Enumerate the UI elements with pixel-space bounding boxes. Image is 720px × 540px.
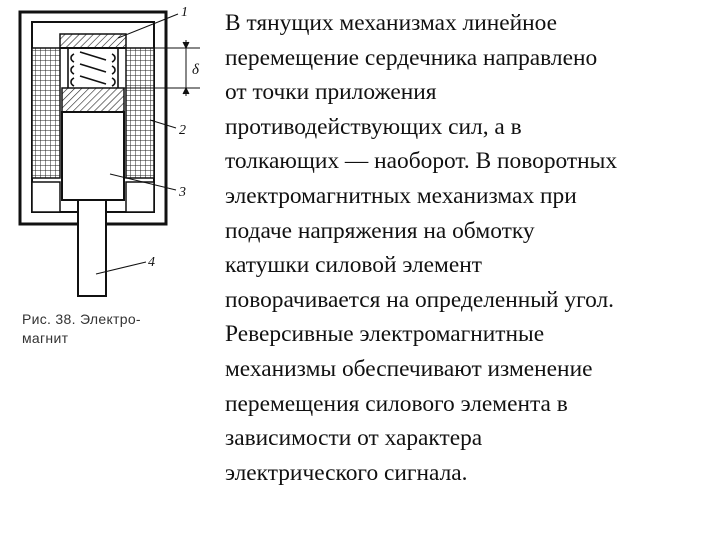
flange-left <box>31 181 61 213</box>
core-head <box>61 87 125 113</box>
coil-winding-right <box>125 47 155 179</box>
caption-line: Рис. 38. Электро- <box>22 311 141 327</box>
label-4: 4 <box>148 255 155 270</box>
text-line: катушки силовой элемент <box>225 252 482 279</box>
leader-lines <box>95 13 179 275</box>
body-paragraph: В тянущих механизмах линейное перемещени… <box>225 6 715 490</box>
electromagnet-figure: δ 1 2 3 4 <box>0 0 220 360</box>
text-line: В тянущих механизмах линейное <box>225 10 558 36</box>
text-line: механизмы обеспечивают изменение <box>225 355 593 382</box>
gap-symbol: δ <box>192 62 200 78</box>
text-line: перемещение сердечника направлено <box>225 44 598 71</box>
coil-winding-left <box>31 47 61 179</box>
core-body <box>61 111 125 201</box>
text-line: электрического сигнала. <box>225 459 468 486</box>
rod <box>77 199 107 297</box>
text-line: толкающих — наоборот. В поворотных <box>225 148 618 175</box>
caption-line: магнит <box>22 330 69 346</box>
label-3: 3 <box>178 185 186 200</box>
text-line: поворачивается на определенный угол. <box>225 286 615 313</box>
stop-plug <box>59 33 127 49</box>
text-line: подаче напряжения на обмотку <box>225 217 535 244</box>
gap-dimension <box>124 40 200 96</box>
spring <box>67 48 119 88</box>
text-line: перемещения силового элемента в <box>225 390 568 417</box>
figure-caption: Рис. 38. Электро- магнит <box>22 310 212 348</box>
electromagnet-diagram: δ 1 2 3 4 <box>18 5 200 297</box>
label-2: 2 <box>179 123 186 138</box>
text-line: противодействующих сил, а в <box>225 113 522 140</box>
text-line: зависимости от характера <box>225 425 483 452</box>
flange-right <box>125 181 155 213</box>
text-line: электромагнитных механизмах при <box>225 182 577 209</box>
text-line: от точки приложения <box>225 79 437 106</box>
label-1: 1 <box>181 5 188 20</box>
text-line: Реверсивные электромагнитные <box>225 321 545 348</box>
